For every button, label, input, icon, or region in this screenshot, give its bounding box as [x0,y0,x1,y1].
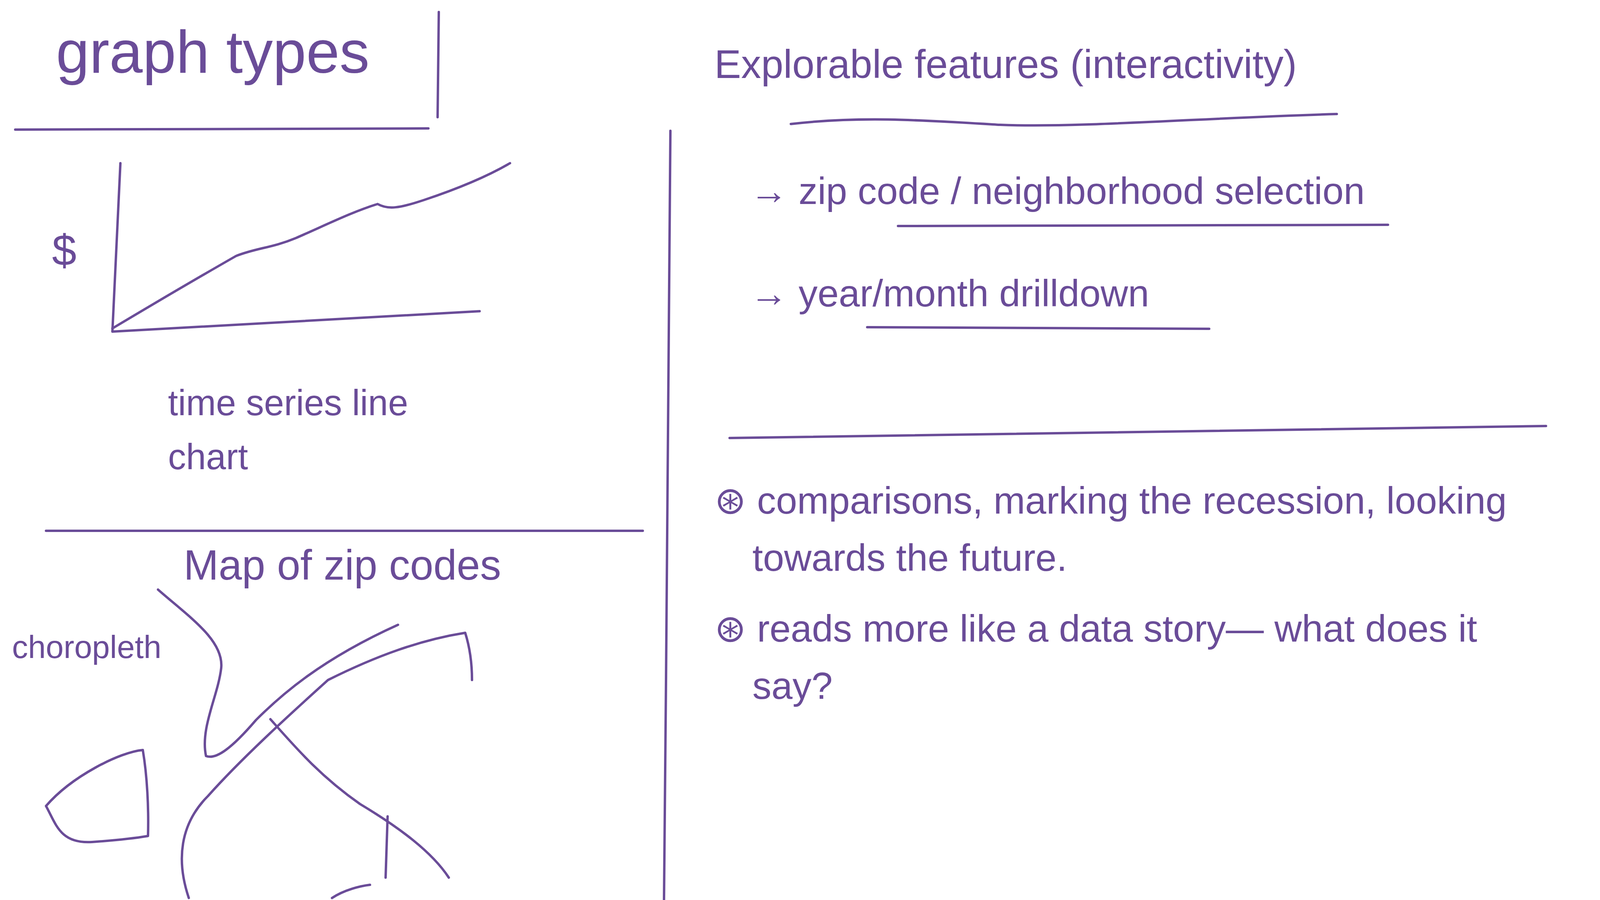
axis-label: $ [52,224,77,277]
underline [898,224,1388,226]
map-heading: Map of zip codes [183,540,502,591]
map-outline [158,589,398,757]
feature-item: → year/month drilldown [750,270,1150,316]
chart-caption: time series line chart [168,376,416,484]
bullet-note: ⊛ reads more like a data story— what doe… [714,600,1533,714]
bullet-note: ⊛ comparisons, marking the recession, lo… [714,472,1533,586]
underline [867,327,1210,329]
map-outline [332,884,370,898]
divider-line [15,128,429,130]
section-heading: graph types [56,16,370,88]
chart-line [112,163,510,329]
map-outline [182,632,472,898]
divider-line [437,12,439,118]
section-heading: Explorable features (interactivity) [714,40,1297,88]
map-outline [385,816,388,878]
map-outline [46,750,148,842]
divider-line [46,529,643,532]
feature-item: → zip code / neighborhood selection [750,168,1365,214]
wavy-underline [790,114,1337,126]
map-note: choropleth [12,628,162,667]
divider-line [664,130,671,900]
chart-axes [112,163,480,332]
divider-line [729,426,1546,438]
map-outline [270,719,449,878]
